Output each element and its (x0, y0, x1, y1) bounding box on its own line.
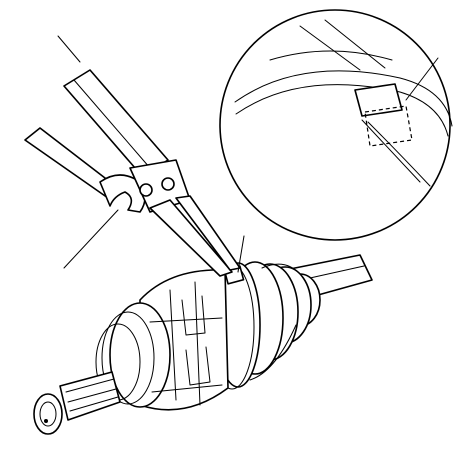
open-end-wrench (24, 127, 146, 213)
splined-stub-shaft (33, 371, 121, 435)
leader-line-detail (405, 57, 439, 101)
boot-band (209, 262, 261, 390)
leader-line-pliers (57, 35, 81, 63)
magnified-detail-circle (219, 9, 453, 241)
leader-line-band (237, 235, 245, 273)
leader-lines (57, 35, 439, 273)
boot-band-pliers (63, 69, 241, 277)
leader-line-wrench (63, 209, 119, 269)
cv-joint-outboard-housing (95, 269, 229, 411)
